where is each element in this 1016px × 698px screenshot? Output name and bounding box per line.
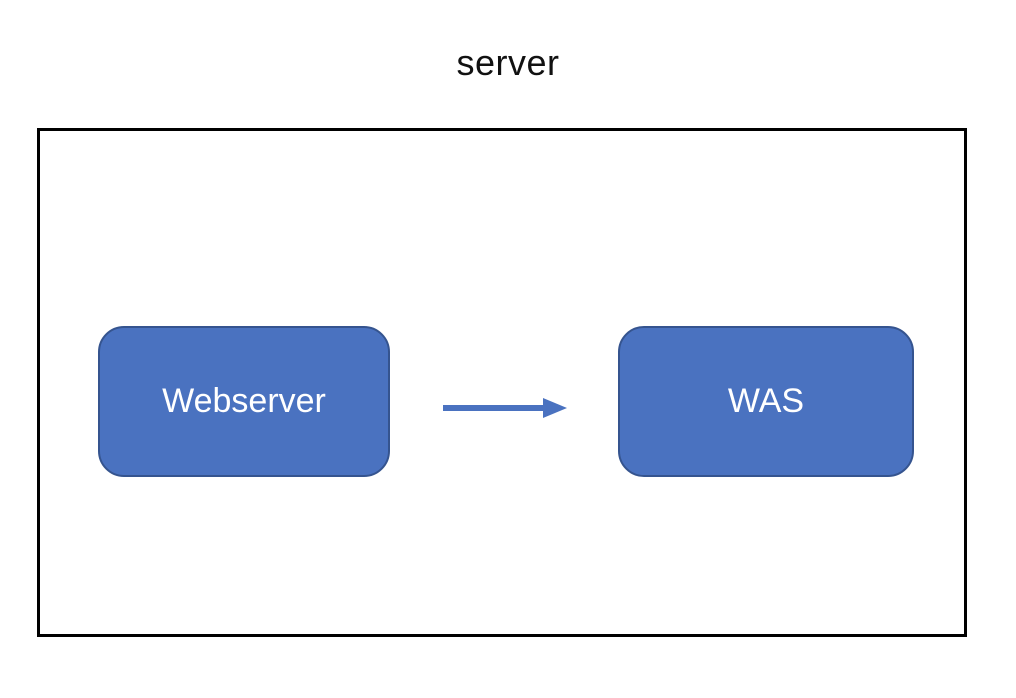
diagram-title: server (456, 42, 560, 83)
node-was-label: WAS (727, 382, 805, 420)
node-webserver: Webserver (98, 326, 390, 477)
node-was: WAS (618, 326, 914, 477)
node-webserver-label: Webserver (162, 382, 326, 420)
arrow-right-icon (443, 398, 567, 418)
